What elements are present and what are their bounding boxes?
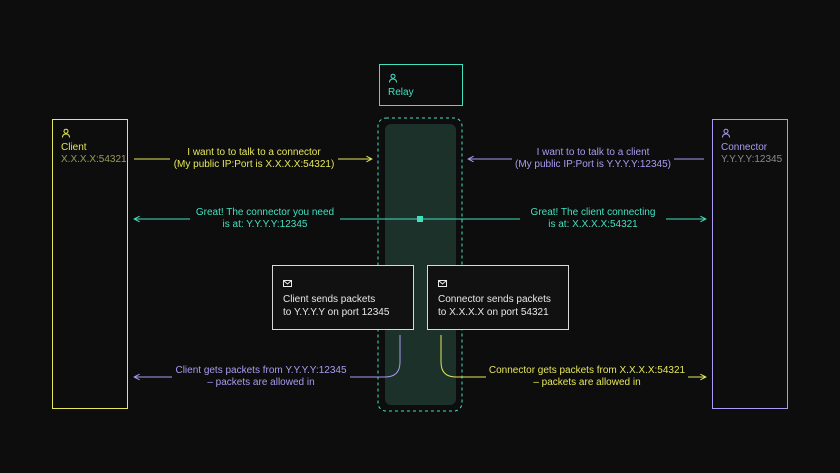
client-sends-line2: to Y.Y.Y.Y on port 12345: [283, 307, 390, 318]
connector-request-line1: I want to to talk to a client: [536, 147, 650, 158]
relay-title: Relay: [388, 87, 414, 98]
connector-receives-label: Connector gets packets from X.X.X.X:5432…: [486, 365, 688, 389]
relay-to-client-label: Great! The connector you need is at: Y.Y…: [190, 207, 340, 231]
mail-icon: [283, 280, 292, 287]
relay-node: Relay: [379, 64, 463, 106]
relay-to-client-line1: Great! The connector you need: [195, 207, 335, 218]
client-address: X.X.X.X:54321: [61, 154, 127, 165]
connector-receives-line1: Connector gets packets from X.X.X.X:5432…: [488, 365, 686, 376]
connector-address: Y.Y.Y.Y:12345: [721, 154, 783, 165]
client-request-label: I want to to talk to a connector (My pub…: [170, 147, 338, 171]
connector-receives-line2: – packets are allowed in: [533, 377, 641, 388]
client-node: Client X.X.X.X:54321: [52, 119, 128, 409]
client-packet-path: [134, 335, 401, 377]
client-sends-box: Client sends packets to Y.Y.Y.Y on port …: [272, 265, 414, 330]
client-request-line2: (My public IP:Port is X.X.X.X:54321): [173, 159, 335, 170]
user-icon: [389, 73, 397, 83]
client-receives-line2: – packets are allowed in: [207, 377, 315, 388]
connector-node: Connector Y.Y.Y.Y:12345: [712, 119, 788, 409]
relay-hub-dot: [417, 216, 423, 222]
user-icon: [62, 128, 70, 138]
connector-packet-path: [440, 335, 706, 377]
relay-to-connector-line2: is at: X.X.X.X:54321: [548, 219, 638, 230]
client-sends-line1: Client sends packets: [283, 294, 376, 305]
connector-request-line2: (My public IP:Port is Y.Y.Y.Y:12345): [514, 159, 672, 170]
relay-to-connector-label: Great! The client connecting is at: X.X.…: [520, 207, 666, 231]
client-title: Client: [61, 142, 87, 153]
relay-to-connector-line1: Great! The client connecting: [530, 207, 656, 218]
mail-icon: [438, 280, 447, 287]
relay-to-client-line2: is at: Y.Y.Y.Y:12345: [222, 219, 308, 230]
user-icon: [722, 128, 730, 138]
connector-request-label: I want to to talk to a client (My public…: [512, 147, 674, 171]
client-receives-line1: Client gets packets from Y.Y.Y.Y:12345: [175, 365, 347, 376]
connector-title: Connector: [721, 142, 768, 153]
client-receives-label: Client gets packets from Y.Y.Y.Y:12345 –…: [172, 365, 350, 389]
client-request-line1: I want to to talk to a connector: [187, 147, 321, 158]
connector-sends-line2: to X.X.X.X on port 54321: [438, 307, 549, 318]
relay-channel-inner: [385, 124, 456, 405]
connector-sends-box: Connector sends packets to X.X.X.X on po…: [427, 265, 569, 330]
connector-sends-line1: Connector sends packets: [438, 294, 551, 305]
relay-channel: [377, 117, 463, 412]
